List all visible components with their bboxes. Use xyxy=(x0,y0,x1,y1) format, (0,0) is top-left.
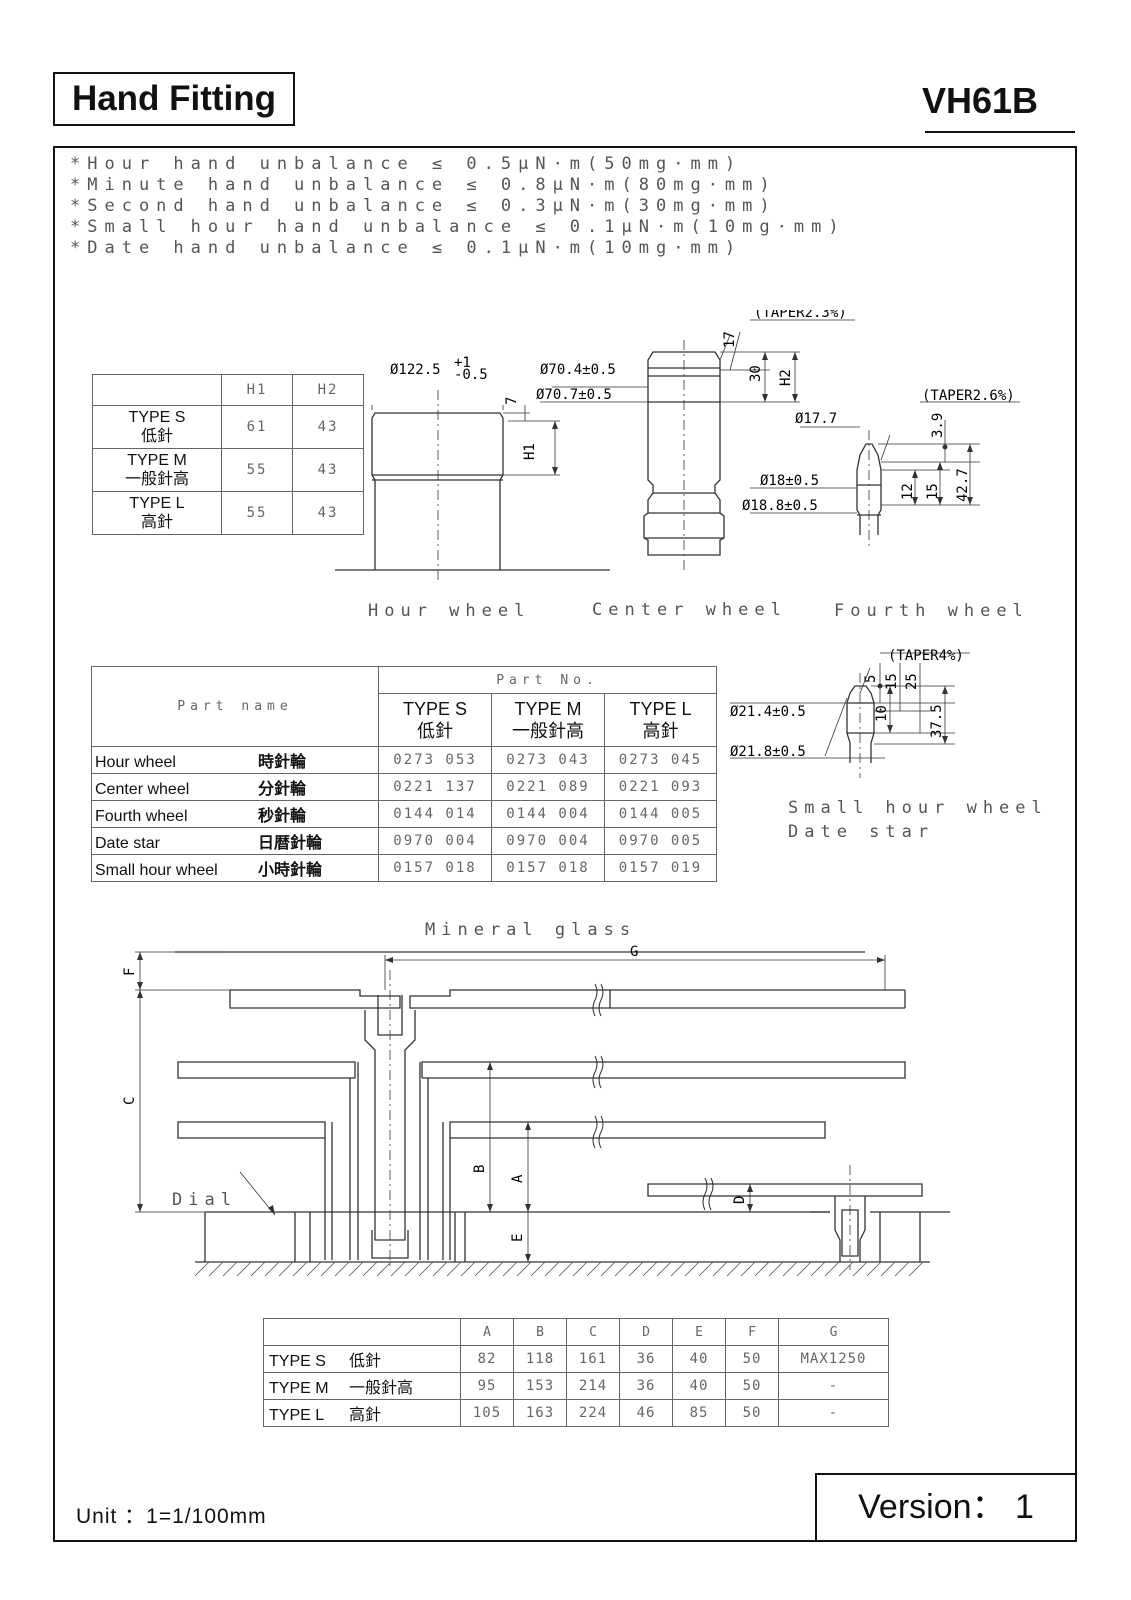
unbalance-notes: *Hour hand unbalance ≤ 0.5μN·m(50mg·mm) … xyxy=(70,154,846,259)
model-underline xyxy=(925,131,1075,133)
fourth-dim-12: 12 xyxy=(900,483,916,500)
center-dim-30: 30 xyxy=(748,365,764,382)
note-second: *Second hand unbalance ≤ 0.3μN·m(30mg·mm… xyxy=(70,196,777,216)
center-dim-17: 17 xyxy=(722,331,738,348)
small-taper: (TAPER4%) xyxy=(888,648,964,664)
dial-label: Dial xyxy=(172,1190,237,1210)
center-dim-h2: H2 xyxy=(778,369,794,386)
small-dim-25: 25 xyxy=(904,673,920,690)
small-dim-10: 10 xyxy=(874,705,890,722)
hour-tol-lower: -0.5 xyxy=(454,367,488,383)
dim-letter-f: F xyxy=(122,968,138,976)
model-number: VH61B xyxy=(921,80,1039,121)
part-name-header: Part name xyxy=(91,666,379,747)
fourth-dim-15: 15 xyxy=(925,483,941,500)
small-hour-wheel-drawing: (TAPER4%) Ø21.4±0.5 Ø21.8±0.5 5 15 25 10… xyxy=(730,648,970,778)
small-dim-5: 5 xyxy=(863,675,879,683)
center-dia2-text: Ø70.7±0.5 xyxy=(536,387,612,403)
mineral-glass-label: Mineral glass xyxy=(425,920,637,940)
center-dia1-text: Ø70.4±0.5 xyxy=(540,362,616,378)
center-wheel-drawing xyxy=(540,319,855,570)
hour-tol-upper: +1 xyxy=(454,355,471,371)
fourth-taper: (TAPER2.6%) xyxy=(922,388,1015,404)
hour-wheel-label: Hour wheel xyxy=(368,601,531,621)
page-title: Hand Fitting xyxy=(53,72,295,126)
part-no-header: Part No. xyxy=(378,666,717,694)
note-hour: *Hour hand unbalance ≤ 0.5μN·m(50mg·mm) xyxy=(70,154,743,174)
center-wheel-label: Center wheel xyxy=(592,600,787,620)
fourth-dim-427: 42.7 xyxy=(955,468,971,502)
drawing-frame xyxy=(53,146,1077,1542)
date-star-label: Date star xyxy=(788,822,935,842)
wheel-drawings: Ø122.5 +1 -0.5 7 H1 Ø70.4±0.5 Ø70.7±0.5 … xyxy=(335,310,1020,580)
small-dia2-text: Ø21.8±0.5 xyxy=(730,744,806,760)
hour-dim-7: 7 xyxy=(504,397,520,405)
hour-dim-h1: H1 xyxy=(522,443,538,460)
small-hour-wheel-label: Small hour wheel xyxy=(788,798,1048,818)
note-date: *Date hand unbalance ≤ 0.1μN·m(10mg·mm) xyxy=(70,238,743,258)
fourth-dia-text: Ø17.7 xyxy=(795,411,837,427)
hour-wheel-drawing xyxy=(335,390,610,580)
small-dia1-text: Ø21.4±0.5 xyxy=(730,704,806,720)
assembly-drawing: F C B A E D G xyxy=(122,944,950,1277)
small-dim-375: 37.5 xyxy=(929,704,945,738)
header-h1: H1 xyxy=(221,374,293,406)
note-small-hour: *Small hour hand unbalance ≤ 0.1μN·m(10m… xyxy=(70,217,846,237)
dim-letter-e: E xyxy=(510,1234,526,1242)
dim-letter-g: G xyxy=(630,944,638,960)
small-dim-15: 15 xyxy=(884,673,900,690)
dim-letter-d: D xyxy=(732,1196,748,1204)
fourth-dia3-text: Ø18.8±0.5 xyxy=(742,498,818,514)
dim-letter-c: C xyxy=(122,1097,138,1105)
fourth-dia2-text: Ø18±0.5 xyxy=(760,473,819,489)
note-minute: *Minute hand unbalance ≤ 0.8μN·m(80mg·mm… xyxy=(70,175,777,195)
version-box: Version： 1 xyxy=(815,1473,1077,1542)
hour-dia-text: Ø122.5 xyxy=(390,362,441,378)
dim-letter-a: A xyxy=(510,1174,526,1183)
unit-note: Unit ：1=1/100mm xyxy=(76,1505,267,1528)
dim-letter-b: B xyxy=(472,1165,488,1173)
fourth-wheel-label: Fourth wheel xyxy=(834,601,1029,621)
fourth-dim-39: 3.9 xyxy=(930,413,946,438)
center-taper: (TAPER2.3%) xyxy=(754,310,847,321)
